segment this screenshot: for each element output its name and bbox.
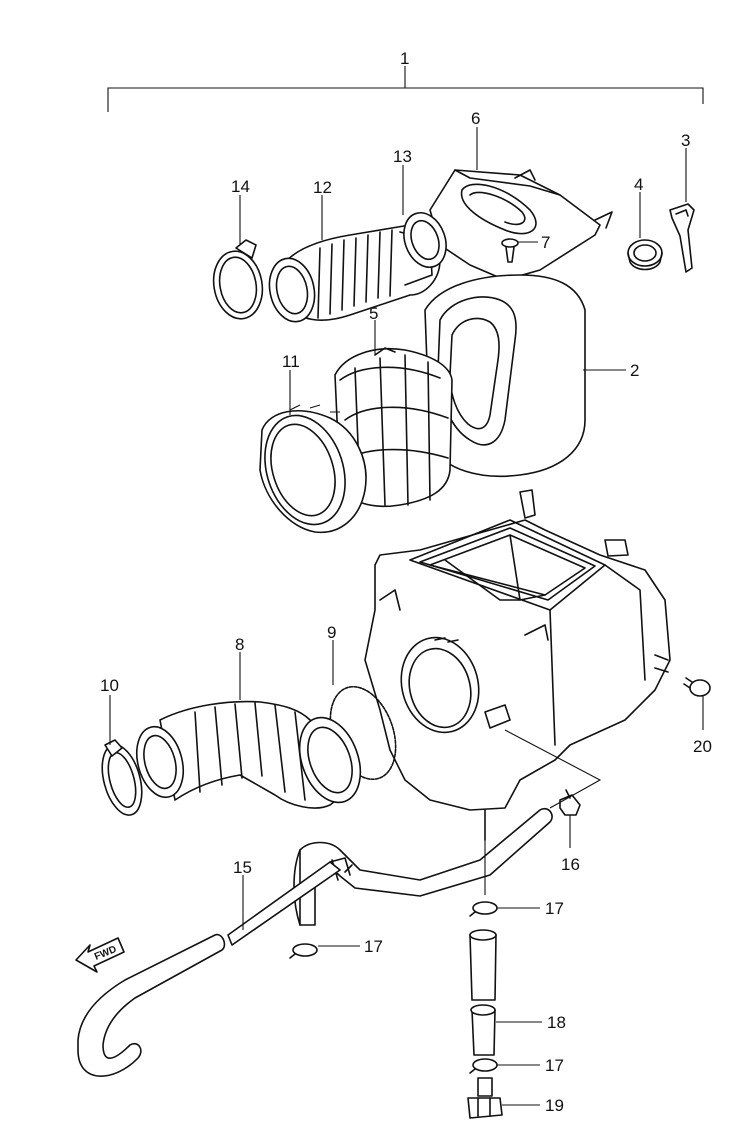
callout-17-c: 17 [545, 1056, 564, 1075]
part-12-inlet-duct [268, 224, 441, 323]
callout-4: 4 [634, 175, 643, 194]
callout-13: 13 [393, 147, 412, 166]
part-17-clamp-b [289, 943, 318, 959]
part-16-hose-clip [559, 789, 581, 848]
callout-18: 18 [547, 1013, 566, 1032]
callout-8: 8 [235, 635, 244, 654]
callout-17-a: 17 [545, 899, 564, 918]
callout-15: 15 [233, 858, 252, 877]
callout-numbers: 1 6 3 13 4 14 12 7 5 11 2 9 8 10 20 16 1… [100, 49, 712, 1115]
fwd-direction-marker: FWD [75, 937, 125, 973]
part-19-drain-plug [467, 1077, 503, 1119]
part-18-drain-tube [469, 929, 497, 1056]
callout-1: 1 [400, 49, 409, 68]
callout-17-b: 17 [364, 937, 383, 956]
callout-11: 11 [282, 352, 300, 371]
callout-10: 10 [100, 676, 119, 695]
part-17-clamp-c [469, 1058, 498, 1074]
arrow-left-icon [75, 937, 125, 973]
callout-2: 2 [630, 361, 639, 380]
part-13-connector-ring [403, 212, 447, 268]
part-11-filter-ring [259, 404, 367, 534]
callout-5: 5 [369, 304, 378, 323]
assembly-bracket [107, 66, 704, 112]
leader-lines [109, 127, 687, 1106]
part-17-clamp-a [469, 901, 498, 917]
part-20-bolt [683, 677, 711, 730]
part-6-cover [429, 169, 613, 281]
callout-3: 3 [681, 131, 690, 150]
callout-9: 9 [327, 623, 336, 642]
part-14-clamp [212, 239, 264, 320]
part-10-clamp [101, 739, 143, 816]
part-7-screw [501, 238, 519, 263]
callout-7: 7 [541, 233, 550, 252]
part-4-grommet [627, 239, 663, 271]
callout-14: 14 [231, 177, 250, 196]
callout-16: 16 [561, 855, 580, 874]
callout-6: 6 [471, 109, 480, 128]
air-cleaner-case [364, 489, 671, 841]
part-3-clip [669, 203, 695, 273]
part-15-breather-hose [77, 807, 553, 1077]
callout-20: 20 [693, 737, 712, 756]
callout-12: 12 [313, 178, 332, 197]
callout-19: 19 [545, 1096, 564, 1115]
part-8-inlet-boot [135, 700, 362, 809]
